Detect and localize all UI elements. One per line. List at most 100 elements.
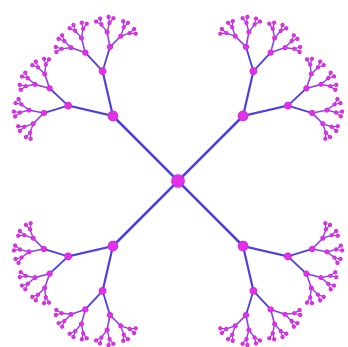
tree-node xyxy=(65,102,72,109)
tree-node xyxy=(243,44,249,50)
tree-node xyxy=(268,50,274,56)
tree-node xyxy=(69,312,73,316)
tree-node xyxy=(290,319,294,323)
tree-node xyxy=(65,253,72,260)
tree-node xyxy=(98,17,102,21)
tree-node xyxy=(233,324,237,328)
tree-node xyxy=(19,270,23,274)
tree-edge xyxy=(113,116,178,181)
tree-node xyxy=(20,75,24,79)
tree-node xyxy=(318,299,322,303)
tree-node xyxy=(63,39,67,43)
tree-node xyxy=(16,234,20,238)
tree-node xyxy=(108,241,118,251)
tree-node xyxy=(310,301,314,305)
tree-node xyxy=(334,229,338,233)
tree-node xyxy=(13,115,17,119)
tree-node xyxy=(325,108,329,112)
tree-node xyxy=(243,312,249,318)
tree-node xyxy=(79,322,83,326)
tree-node xyxy=(47,301,51,305)
tree-node xyxy=(47,86,53,92)
tree-node xyxy=(14,257,18,261)
tree-node xyxy=(85,336,89,340)
tree-node xyxy=(108,337,112,341)
tree-node xyxy=(20,256,24,260)
tree-node xyxy=(328,84,332,88)
tree-node xyxy=(267,22,271,26)
tree-node xyxy=(336,234,340,238)
tree-node xyxy=(324,221,328,225)
tree-node xyxy=(308,63,312,67)
tree-node xyxy=(230,333,234,337)
tree-node xyxy=(284,102,291,109)
tree-node xyxy=(41,246,47,252)
tree-node xyxy=(121,19,125,23)
tree-node xyxy=(231,339,235,343)
tree-node xyxy=(231,19,235,23)
tree-node xyxy=(309,72,313,76)
tree-node xyxy=(73,29,77,33)
tree-edge xyxy=(103,71,113,116)
tree-node xyxy=(336,97,340,101)
tree-node xyxy=(330,125,334,129)
tree-node xyxy=(18,248,22,252)
tree-node xyxy=(336,124,340,128)
tree-node xyxy=(83,50,89,56)
tree-node xyxy=(325,250,329,254)
tree-node xyxy=(13,244,17,248)
tree-node xyxy=(330,233,334,237)
tree-node xyxy=(283,312,287,316)
tree-node xyxy=(292,325,296,329)
tree-node xyxy=(253,23,257,27)
tree-node xyxy=(281,335,285,339)
tree-node xyxy=(119,34,123,38)
tree-node xyxy=(332,75,336,79)
tree-node xyxy=(339,115,343,119)
tree-node xyxy=(27,250,31,254)
tree-node xyxy=(69,45,73,49)
tree-node xyxy=(293,47,297,51)
tree-edge xyxy=(178,181,243,246)
tree-node xyxy=(42,301,46,305)
tree-node xyxy=(304,271,310,277)
tree-node xyxy=(73,329,77,333)
tree-node xyxy=(60,311,64,315)
tree-node xyxy=(34,60,38,64)
tree-node xyxy=(31,63,35,67)
tree-node xyxy=(322,63,326,67)
tree-node xyxy=(36,66,40,70)
tree-node xyxy=(47,271,53,277)
tree-node xyxy=(79,36,83,40)
tree-node xyxy=(292,34,296,38)
tree-node xyxy=(281,23,285,27)
tree-node xyxy=(119,324,123,328)
tree-node xyxy=(245,21,249,25)
tree-node xyxy=(54,313,58,317)
tree-node xyxy=(17,97,21,101)
tree-node xyxy=(334,275,338,279)
tree-node xyxy=(334,248,338,252)
tree-node xyxy=(254,17,258,21)
tree-node xyxy=(28,131,32,135)
tree-node xyxy=(29,221,33,225)
tree-node xyxy=(68,26,72,30)
tree-node xyxy=(108,111,118,121)
tree-node xyxy=(81,331,85,335)
tree-node xyxy=(19,88,23,92)
tree-node xyxy=(339,101,343,105)
tree-node xyxy=(83,307,89,313)
tree-node xyxy=(22,233,26,237)
tree-node xyxy=(253,336,257,340)
tree-node xyxy=(20,284,24,288)
tree-edge xyxy=(68,106,113,116)
tree-node xyxy=(57,321,61,325)
tree-node xyxy=(105,30,109,34)
tree-node xyxy=(340,249,344,253)
tree-node xyxy=(33,275,37,279)
tree-node xyxy=(226,21,230,25)
tree-node xyxy=(107,312,113,318)
tree-node xyxy=(333,88,337,92)
tree-node xyxy=(72,335,76,339)
